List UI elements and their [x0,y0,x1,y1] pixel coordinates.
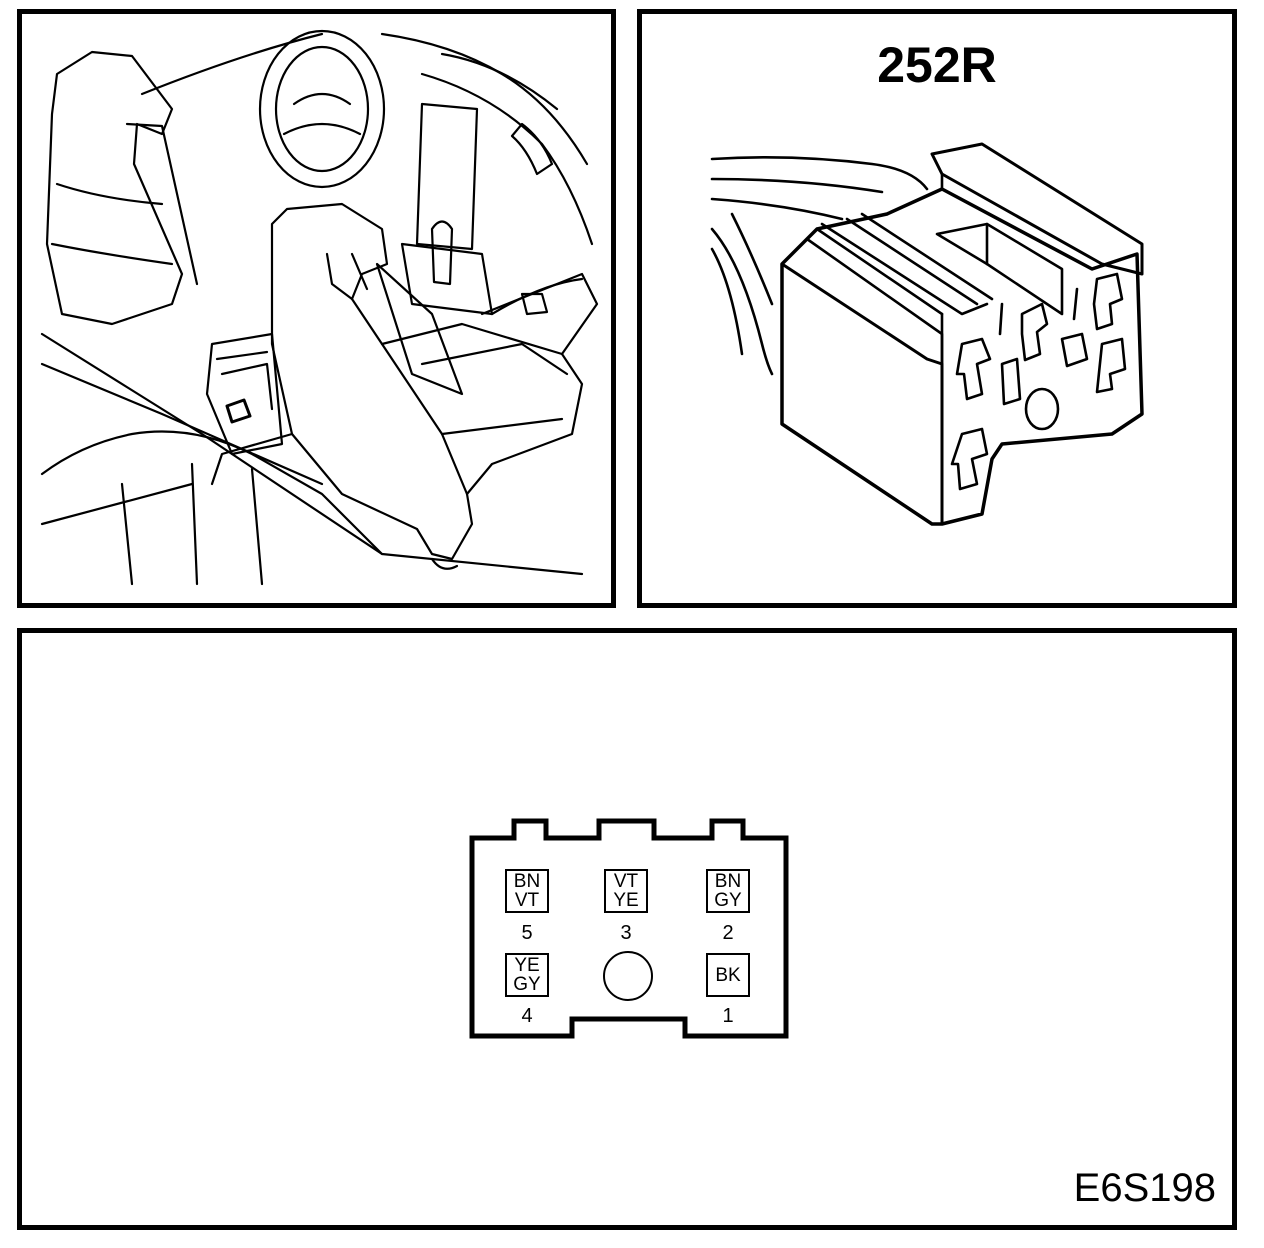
pin-2-cavity: BN GY [706,869,750,913]
pin-4-color-1: YE [514,955,540,976]
connector-blank-cavity [1024,387,1060,431]
left-front-seat [45,50,184,326]
pin-2-number: 2 [722,922,734,944]
connector-housing [780,187,1144,526]
center-console [415,102,479,251]
pin-1-color-1: BK [715,964,741,986]
connector-id-label: 252R [877,37,997,93]
connector-illustration [710,142,1144,526]
pin-3-color-1: VT [613,871,639,892]
pin-5-cavity: BN VT [505,869,549,913]
connector-view-panel: 252R [637,9,1237,608]
pin-3-number: 3 [620,922,632,944]
pin-1-number: 1 [722,1005,734,1027]
pin-2-color-1: BN [714,871,742,892]
pin-4-number: 4 [521,1005,533,1027]
pin-4-cavity: YE GY [505,953,549,997]
steering-wheel [258,29,386,189]
wire-bundle [710,156,929,191]
figure-code: E6S198 [1073,1166,1216,1210]
right-front-seat [270,202,474,561]
pin-2-color-2: GY [714,890,742,911]
seat-location-illustration [40,29,599,586]
center-armrest [205,332,284,456]
pin-3-color-2: YE [613,890,639,911]
pin-5-color-2: VT [514,890,540,911]
pin-4-color-2: GY [513,974,541,995]
pinout-view-panel: BN VT 5 VT YE 3 BN GY 2 YE GY 4 BK 1 E6S… [17,628,1237,1230]
pin-3-cavity: VT YE [604,869,648,913]
pin-1-cavity: BK [706,953,750,997]
connector-location-marker [225,398,252,424]
connector-face-outline [469,818,789,1039]
blank-cavity-circle [603,951,653,1001]
connector-face [469,818,789,1039]
location-view-panel [17,9,616,608]
pin-5-number: 5 [521,922,533,944]
pin-5-color-1: BN [513,871,541,892]
